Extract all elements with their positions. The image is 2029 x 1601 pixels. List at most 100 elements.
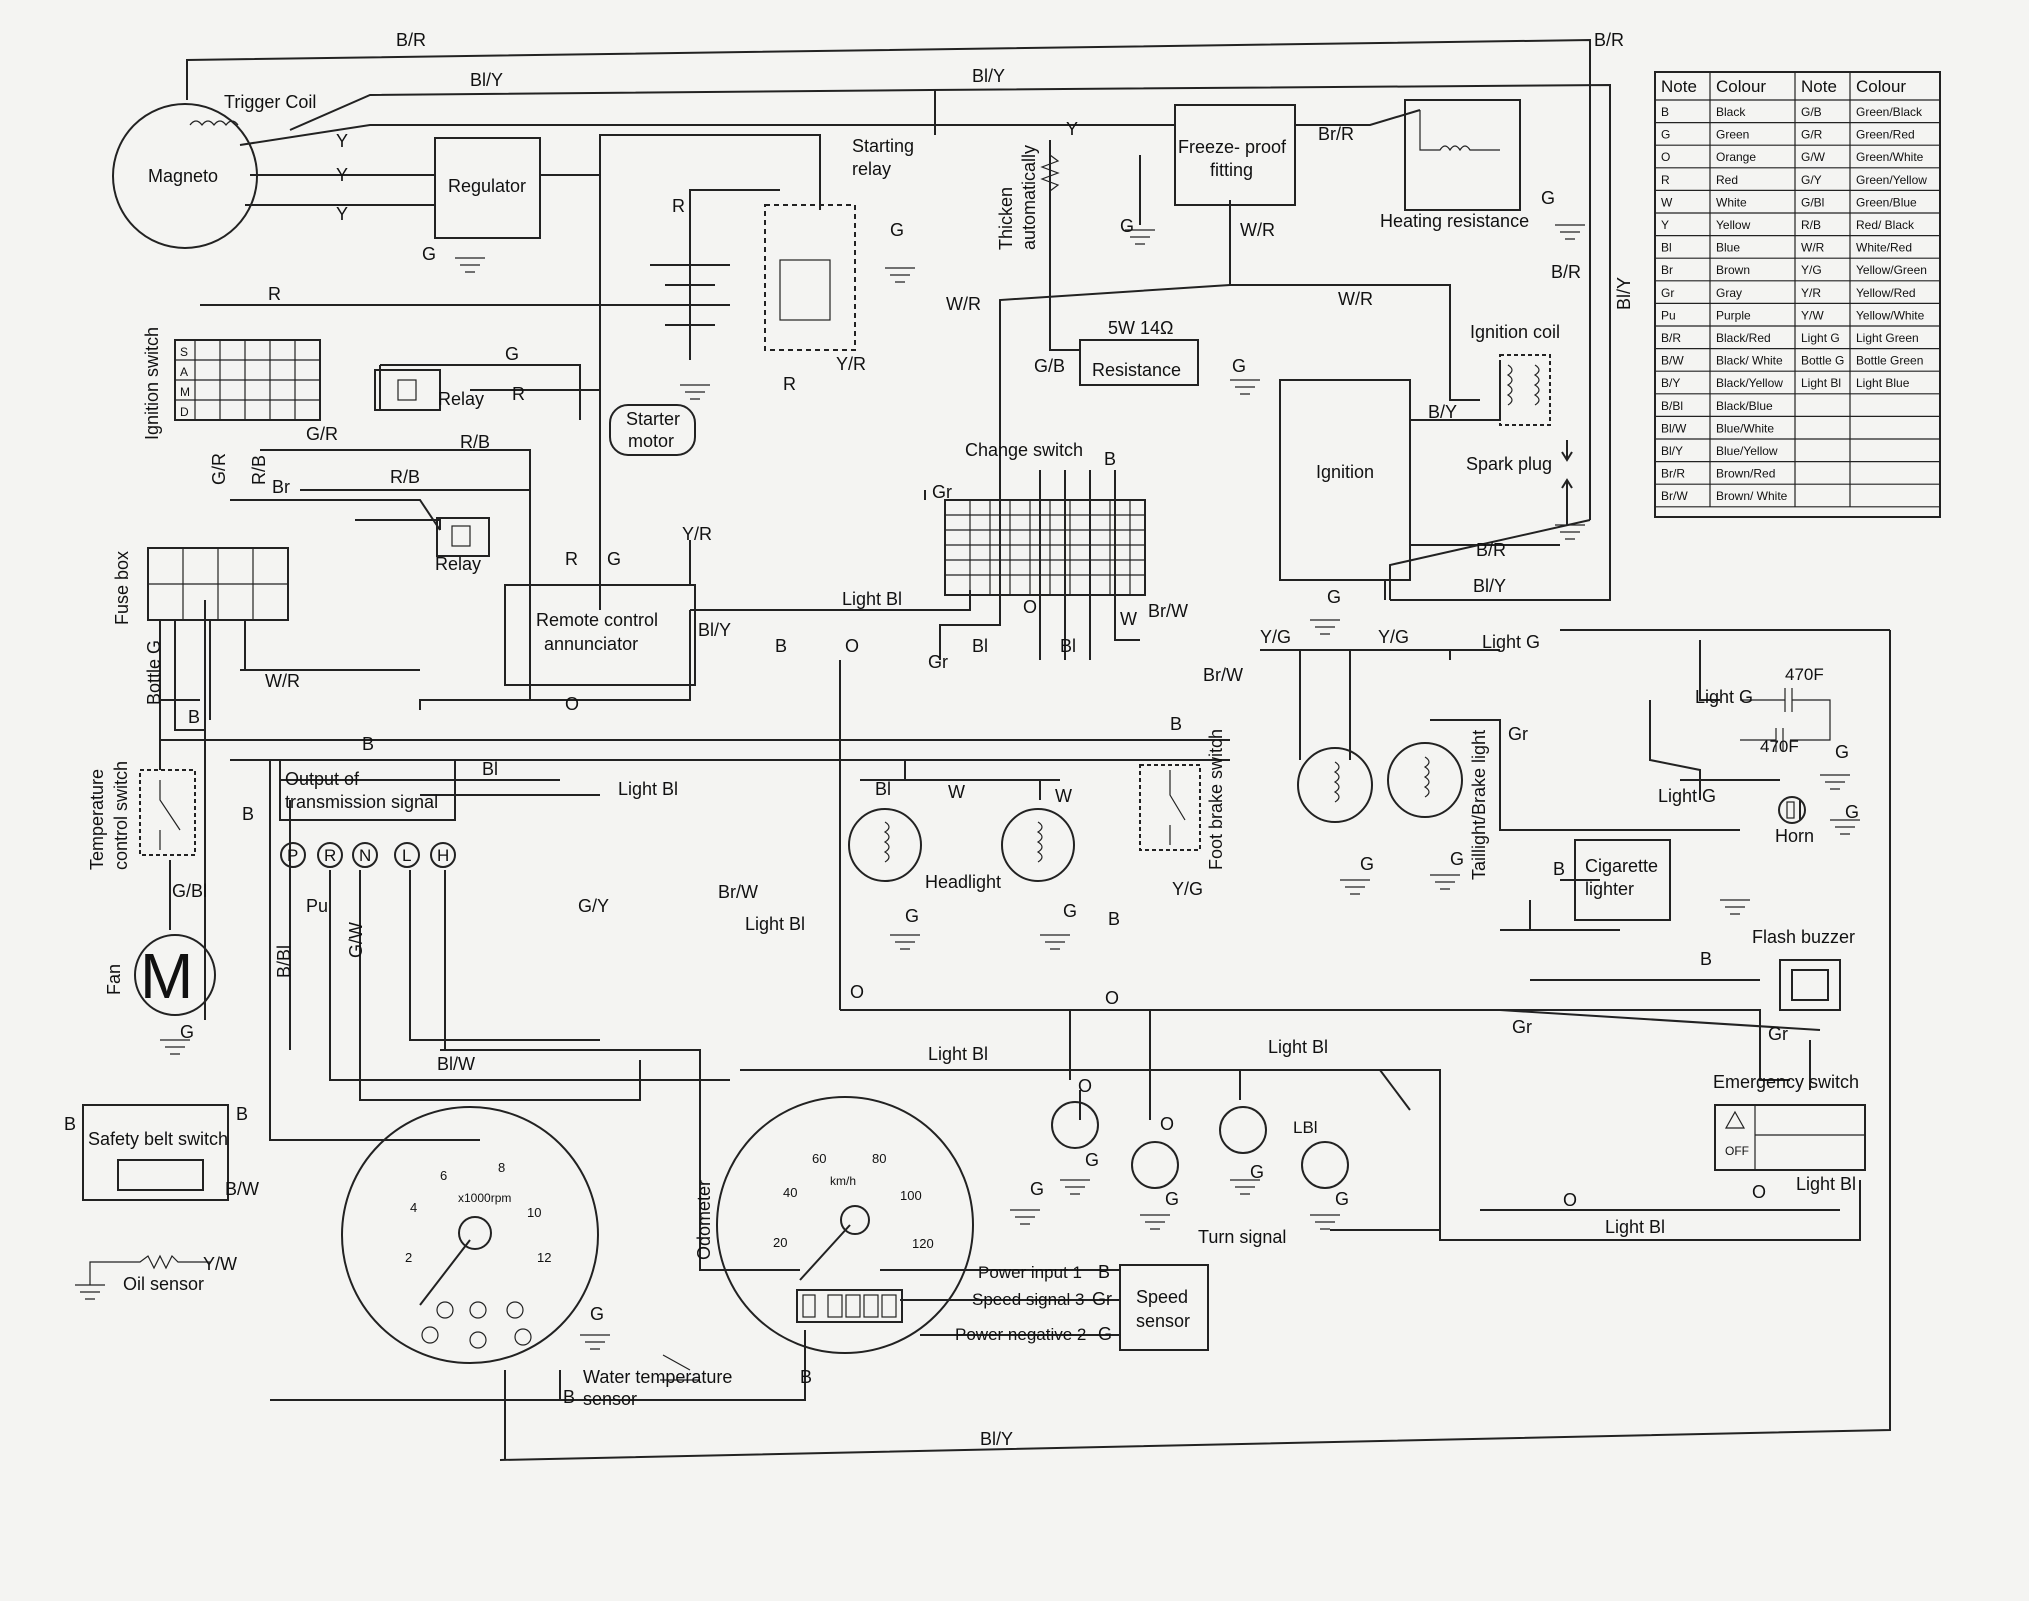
legend-cell: Black/ White (1716, 354, 1783, 368)
wire-label: R/B (249, 455, 269, 485)
legend-cell: Brown/Red (1716, 467, 1775, 481)
legend-cell: Green/Blue (1856, 195, 1917, 209)
legend-cell: White/Red (1856, 241, 1912, 255)
legend-header: Colour (1856, 77, 1906, 96)
speedo-tick-60: 60 (812, 1151, 826, 1166)
legend-header: Colour (1716, 77, 1766, 96)
wire-label: Br/R (1318, 124, 1354, 144)
legend-cell: Red/ Black (1856, 218, 1915, 232)
wire-label: W/R (1240, 220, 1275, 240)
wire-label: Bl/Y (972, 66, 1005, 86)
speedo-unit: km/h (830, 1174, 856, 1188)
legend-cell: Bl (1661, 241, 1672, 255)
wire-label: B/R (1551, 262, 1581, 282)
ignition-coil-label: Ignition coil (1470, 322, 1560, 342)
starting-relay-label-1: Starting (852, 136, 914, 156)
legend-cell: Gray (1716, 286, 1742, 300)
wire-label: Gr (932, 482, 952, 502)
temp-switch-label-2: control switch (111, 761, 131, 870)
legend-cell: R (1661, 173, 1670, 187)
spark-plug-label: Spark plug (1466, 454, 1552, 474)
wire-label: B (1108, 909, 1120, 929)
tacho-unit: x1000rpm (458, 1191, 511, 1205)
wire-label: G (590, 1304, 604, 1324)
wire-label: Gr (1768, 1024, 1788, 1044)
legend-cell: Green/Red (1856, 128, 1915, 142)
horn-icon: Horn (1775, 796, 1814, 846)
legend-cell: Green/White (1856, 150, 1924, 164)
speedo-tick-20: 20 (773, 1235, 787, 1250)
legend-cell: Brown (1716, 263, 1750, 277)
wire-label: Y/G (1172, 879, 1203, 899)
wire-label: G (1327, 587, 1341, 607)
remote-control-annunciator: Remote control annunciator (504, 584, 696, 686)
wire-label: G (607, 549, 621, 569)
legend-cell: G (1661, 128, 1670, 142)
legend-cell: Bl/Y (1661, 444, 1683, 458)
wire-label: Bl (1060, 636, 1076, 656)
ignition-switch: S A M D Ignition switch (142, 327, 321, 440)
spark-plug-icon (1561, 440, 1573, 525)
odometer-label: Odometer (694, 1180, 714, 1260)
change-switch: Change switch (944, 440, 1146, 596)
gear-l: L (402, 846, 411, 865)
thicken-label-2: automatically (1019, 145, 1039, 250)
legend-cell: Pu (1661, 308, 1676, 322)
ignition-module: Ignition (1279, 379, 1411, 581)
wire-label: O (845, 636, 859, 656)
temp-switch-label-1: Temperature (87, 769, 107, 870)
legend-cell: Green (1716, 128, 1749, 142)
cig-label-2: lighter (1585, 879, 1634, 899)
foot-brake-label: Foot brake switch (1206, 729, 1226, 870)
capacitor-icon: 470F 470F (1740, 665, 1831, 756)
legend-cell: Y/R (1801, 286, 1821, 300)
legend-cell: Br (1661, 263, 1673, 277)
wire-label: Light G (1695, 687, 1753, 707)
hazard-icon (1724, 1110, 1746, 1129)
wire-label: W (1055, 786, 1072, 806)
turn-signal-label: Turn signal (1198, 1227, 1286, 1247)
wire-label: B/Bl (274, 945, 294, 978)
bottle-g-label: Bottle G (144, 640, 164, 705)
gear-p: P (287, 846, 298, 865)
output-label-2: transmission signal (285, 792, 438, 812)
water-temp-sensor-icon (660, 1354, 700, 1381)
wire-label: R (268, 284, 281, 304)
legend-cell: Orange (1716, 150, 1756, 164)
starter-label-1: Starter (626, 409, 680, 429)
legend-cell: B/Y (1661, 376, 1680, 390)
change-switch-label: Change switch (965, 440, 1083, 460)
tachometer: 2 4 6 8 10 12 x1000rpm (341, 1106, 599, 1364)
legend-cell: Y (1661, 218, 1669, 232)
wire-label: Light Bl (1268, 1037, 1328, 1057)
water-temp-label-2: sensor (583, 1389, 637, 1409)
wire-label: G (1450, 849, 1464, 869)
wire-label: G (505, 344, 519, 364)
wire-label: R/B (390, 467, 420, 487)
wire-label: Br/W (718, 882, 758, 902)
wire-label: Gr (1508, 724, 1528, 744)
wire-label: Bl/Y (470, 70, 503, 90)
wire-label: B (1700, 949, 1712, 969)
safety-belt-switch: Safety belt switch (82, 1104, 229, 1201)
magneto-label: Magneto (148, 166, 218, 186)
cigarette-lighter: Cigarette lighter (1574, 839, 1671, 921)
wire-label: Bl/W (437, 1054, 475, 1074)
wire-label: Light Bl (618, 779, 678, 799)
wire-label: W/R (1338, 289, 1373, 309)
speed-signal-label: Speed signal 3 (972, 1290, 1084, 1309)
relay-2: Relay (435, 517, 490, 574)
wire-label: G (890, 220, 904, 240)
wire-label: R (565, 549, 578, 569)
wire-label: B (775, 636, 787, 656)
regulator: Regulator (434, 137, 541, 239)
wire-label: Pu (306, 896, 328, 916)
foot-brake-switch: Foot brake switch (1139, 729, 1226, 870)
resistance-value: 5W 14Ω (1108, 318, 1173, 338)
wire-label: W/R (946, 294, 981, 314)
freeze-proof-fitting: Freeze- proof fitting (1174, 104, 1296, 206)
legend-cell: O (1661, 150, 1670, 164)
wire-label: B (800, 1367, 812, 1387)
water-temp-label-1: Water temperature (583, 1367, 732, 1387)
